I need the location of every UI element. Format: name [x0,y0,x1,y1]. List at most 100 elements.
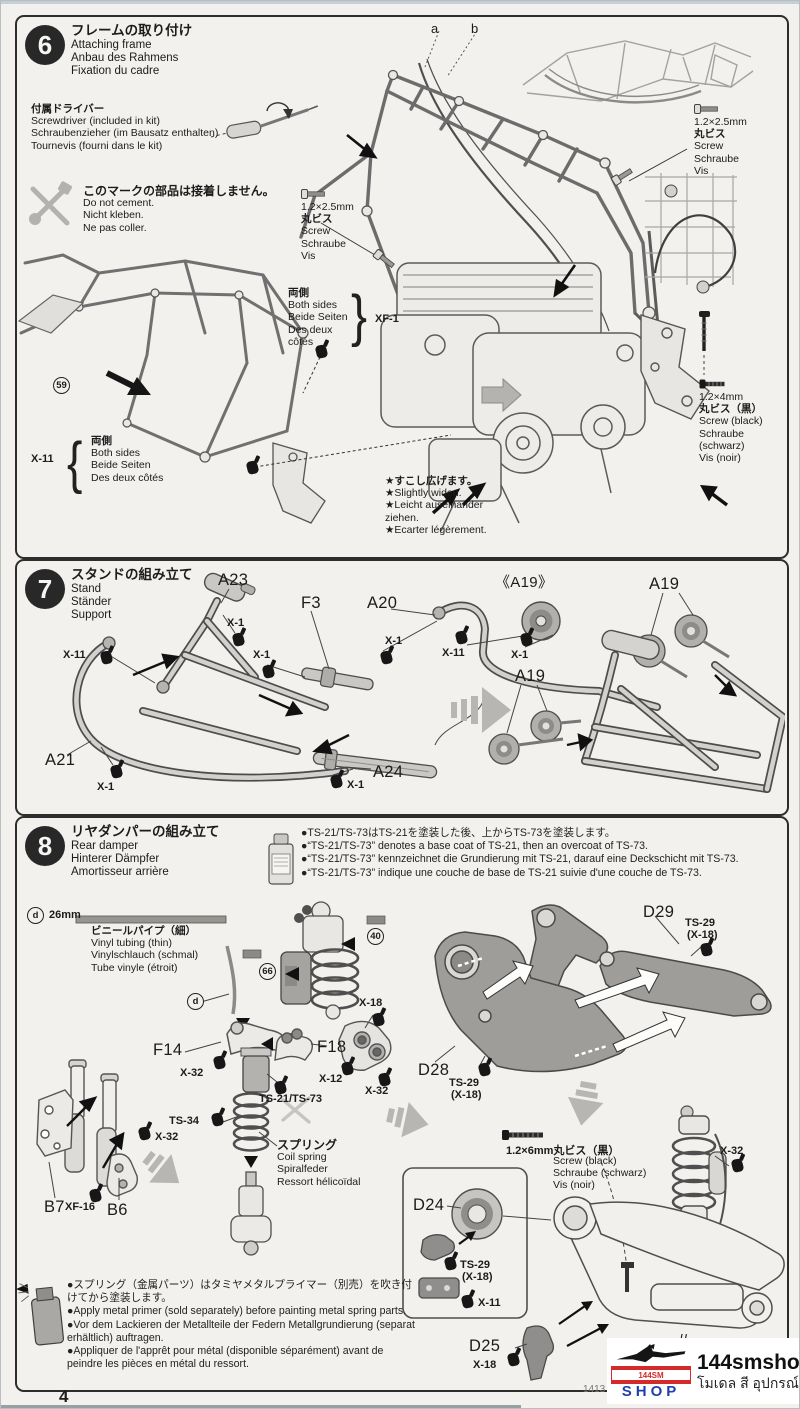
paint-label-ts29: TS-29 [685,917,715,929]
left-frame-drawing [19,253,305,459]
assembly-arrows [132,653,738,755]
step-6-title-fr: Fixation du cadre [71,64,160,77]
screwdriver-note: 付属ドライバー Screwdriver (included in kit) Sc… [31,103,219,152]
step-8-title-en: Rear damper [71,840,139,852]
paint-leader-lines [254,356,452,468]
screw-4-label: 1.2×4mm 丸ビス（黒） Screw (black) Schraube (s… [699,379,763,464]
paint-label-x1: X-1 [385,635,403,647]
step-7-panel [15,559,789,816]
paint-label-x32: X-32 [180,1067,204,1079]
paint-label-x18: X-18 [473,1359,497,1371]
screw-icon [301,189,325,199]
paint-label-x18: X-18 [359,997,383,1009]
screw-25-label-right: 1.2×2.5mm 丸ビス Screw Schraube Vis [694,104,747,177]
paint-label-ts34: TS-34 [169,1115,199,1127]
fork-drawing [36,1059,138,1197]
spring-down-arrow [244,1156,258,1168]
spray-can-icon [268,833,294,885]
paint-label-x1: X-1 [253,649,271,661]
part-label-d25: D25 [469,1337,501,1355]
step-6-title-en: Attaching frame [71,39,152,51]
part-leader-lines [66,588,438,776]
vinyl-tube-drawing [75,915,237,1015]
kit-code: 1413 [583,1384,606,1395]
step-7-title-ja: スタンドの組み立て [71,567,193,582]
no-cement-icon [29,181,72,226]
page-number: 4 [59,1387,69,1406]
part-label-f14: F14 [153,1041,183,1059]
damper-body-drawing [240,1047,272,1093]
step6-illustration [17,30,754,532]
vinyl-tubing-note: ビニールパイプ（細） Vinyl tubing (thin) Vinylschl… [91,925,199,974]
screw-25-label-left: 1.2×2.5mm 丸ビス Screw Schraube Vis [301,189,354,262]
paint-label-ts29-sub: (X-18) [451,1089,482,1101]
part-a24-drawing [312,748,438,779]
screw-black-icon [699,379,725,389]
part-label-a23: A23 [218,571,249,589]
part-label-f3: F3 [301,594,321,612]
paint-label-x32: X-32 [365,1085,389,1097]
f18-insert-arrow [261,1037,273,1051]
widen-arrows [431,482,729,515]
tubing-length: 26mm [49,909,81,921]
coil-spring-note: スプリング Coil spring Spiralfeder Ressort hé… [277,1138,361,1188]
step-7-title-fr: Support [71,608,112,621]
rollers-a19-right-drawing [632,592,730,679]
step-7-title: スタンドの組み立て Stand Ständer Support [71,566,193,621]
part-f3-drawing [301,666,374,691]
rollers-a19-left-drawing [488,684,582,765]
paint-label-x32: X-32 [155,1131,179,1143]
widen-note: ★すこし広げます。 ★Slightly widen. ★Leicht ausei… [385,475,487,536]
step-7-title-de: Ständer [71,595,112,608]
footpeg-bracket-drawing [640,314,710,420]
paint-label-x1: X-1 [97,781,115,793]
part-f18-drawing [274,1028,314,1061]
part-label-a19-left: A19 [515,667,546,685]
engine-drawing [380,262,646,532]
part-d28-drawing [434,931,627,1073]
part-label-b7: B7 [44,1198,65,1216]
step-8-title-ja: リヤダンパーの組み立て [71,824,220,839]
step-7-title-en: Stand [71,583,102,595]
step-8-title: リヤダンパーの組み立て Rear damper Hinterer Dämpfer… [71,823,220,878]
damper-piston-drawing [230,1171,272,1256]
paint-label-xf1: XF-1 [375,313,399,325]
shop-watermark: 144SM SHOP 144smshop โมเดล สี อุปกรณ์ [607,1338,799,1404]
part-label-a24: A24 [373,763,404,781]
shop-flag: 144SM [611,1366,691,1384]
step-8-title-fr: Amortisseur arrière [71,865,169,878]
part-label-b6: B6 [107,1201,128,1219]
damper-top-drawing [242,901,386,1020]
part-a20-drawing [432,601,661,746]
decal-number-40: 40 [367,928,384,945]
frame-inset-sketch [522,40,754,104]
paint-label-x11: X-11 [442,647,465,659]
paint-label-x12: X-12 [319,1073,343,1085]
step-6-panel [15,15,789,559]
step-8-badge: 8 [25,826,65,866]
shop-logo: 144SM SHOP [611,1342,691,1400]
step-6-title-de: Anbau des Rahmens [71,51,179,64]
part-label-d29: D29 [643,903,675,921]
part-label-f18: F18 [317,1038,347,1056]
label-leader-lines [48,915,730,1349]
marker59-arrow [105,370,151,395]
assembled-stand-drawing [581,629,785,793]
part-d25-drawing [522,1301,609,1381]
part-label-a21: A21 [45,751,76,769]
seat-plate-drawing [17,294,85,334]
damper-next-arrow [386,1101,429,1138]
fork-next-arrow [142,1150,180,1184]
flag-text: 144SM [611,1369,691,1381]
step-8-panel [15,816,789,1392]
part-label-a19-right: A19 [649,575,680,593]
push-arrow [481,377,522,413]
paint-label-x1: X-1 [511,649,529,661]
no-cement-note: このマークの部品は接着しません。 Do not cement. Nicht kl… [83,184,275,234]
screw-6-label: Screw (black) Schraube (schwarz) Vis (no… [553,1155,647,1192]
ab-leader-lines [424,30,478,78]
cable-label-b: b [471,21,479,36]
frame-joints [361,69,656,320]
part-a23-drawing [156,572,329,711]
cable-label-a: a [431,21,439,36]
